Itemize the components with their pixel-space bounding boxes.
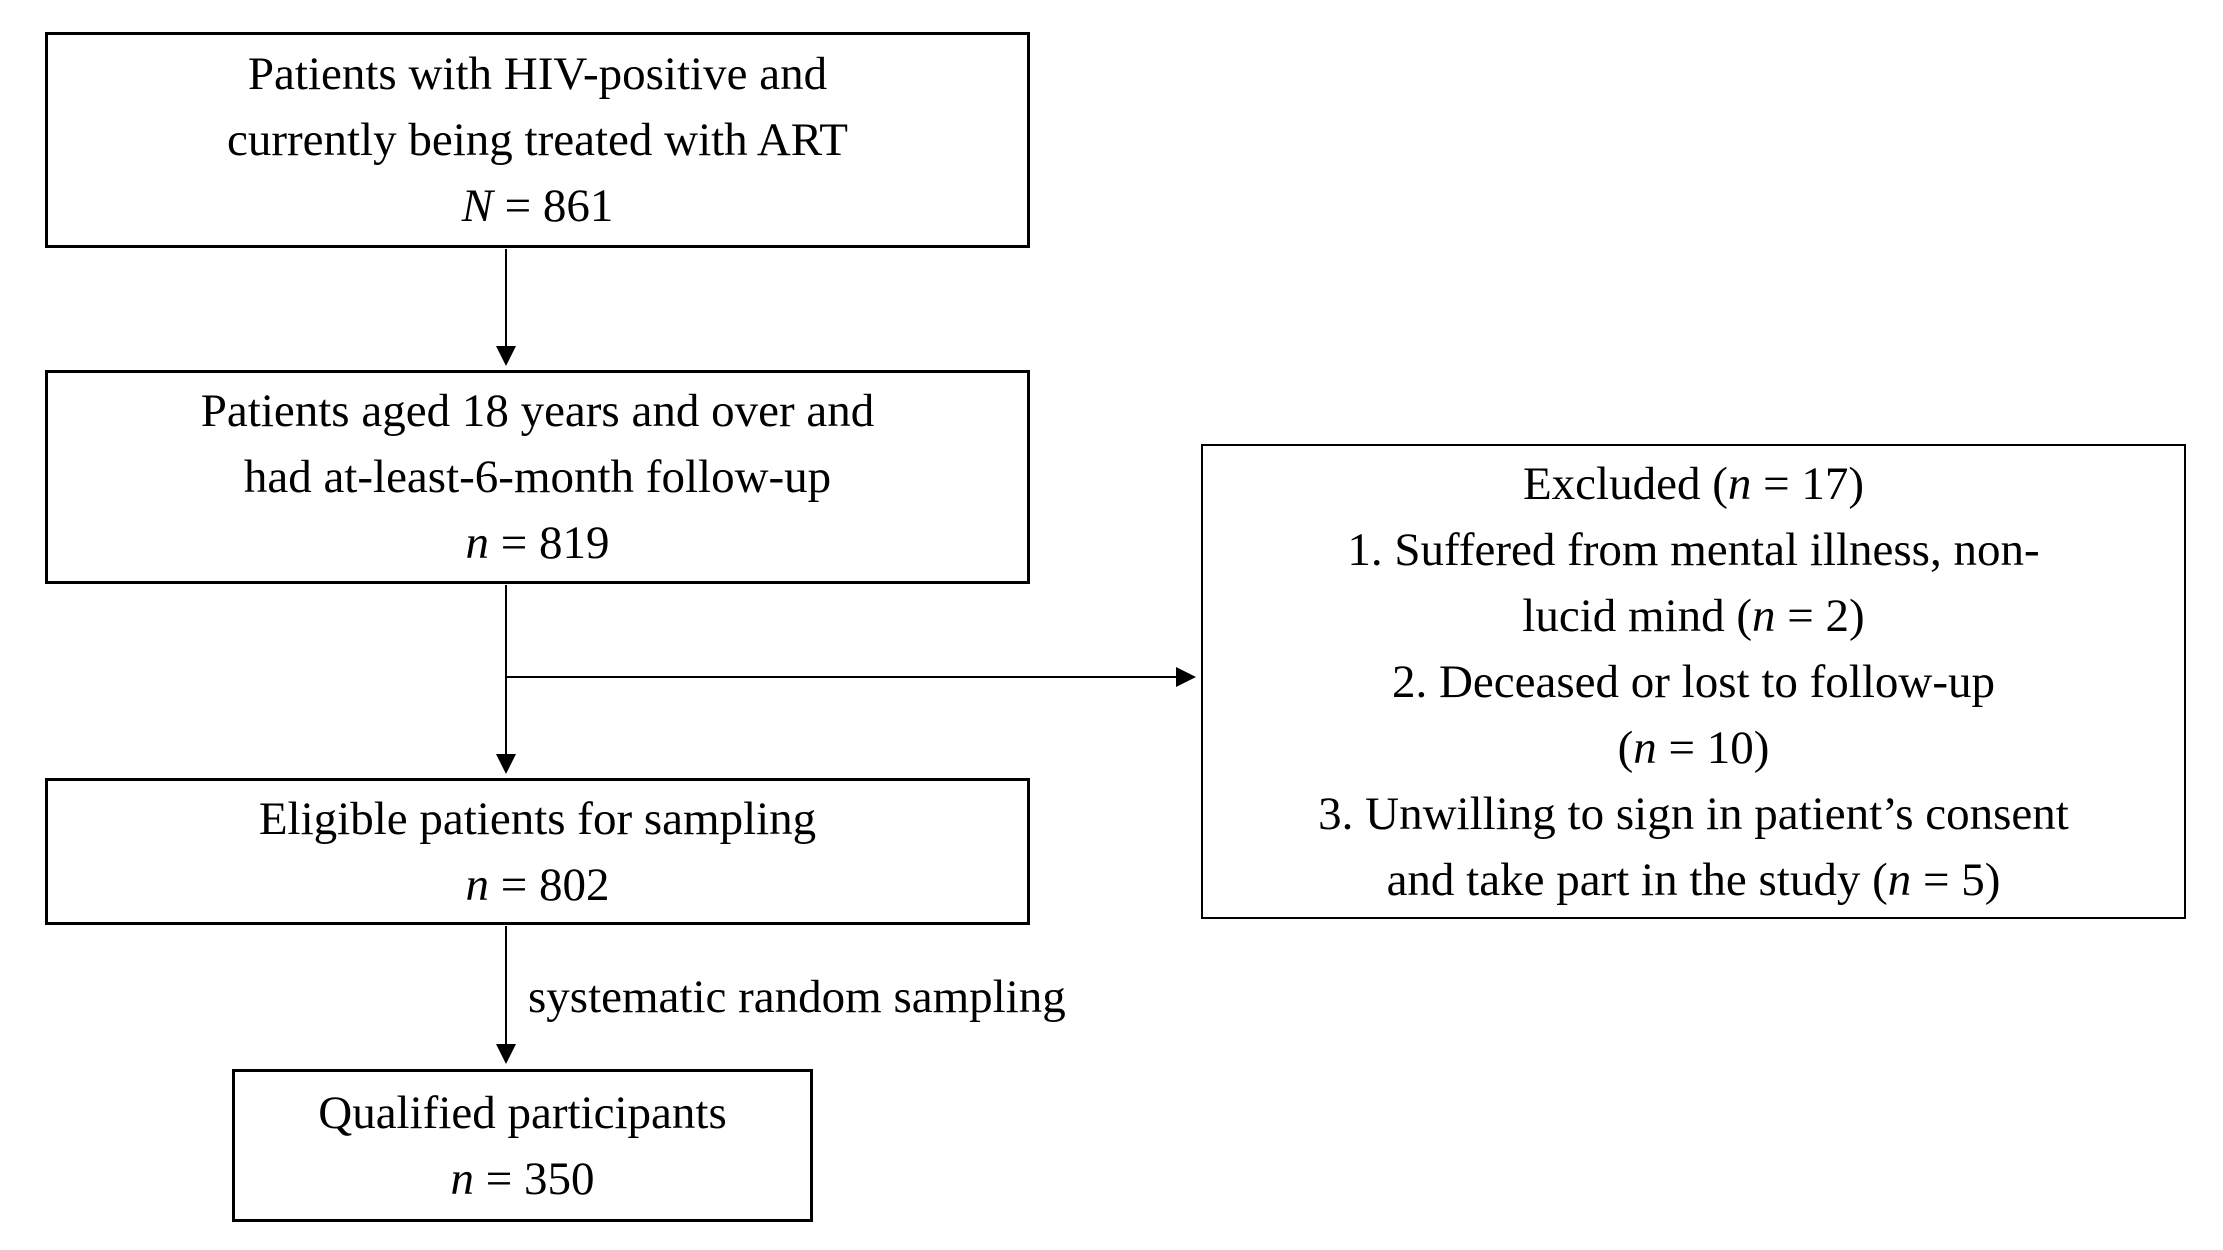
flow-box-qualified-participants: Qualified participants n = 350 xyxy=(232,1069,813,1222)
box-text-line: 2. Deceased or lost to follow-up xyxy=(1391,655,1995,708)
box-text-line: and take part in the study (n = 5) xyxy=(1386,853,2001,906)
box-text-line: Patients aged 18 years and over and xyxy=(200,385,875,437)
box-text-line: N = 861 xyxy=(461,180,614,232)
box-text-line: 1. Suffered from mental illness, non- xyxy=(1347,523,2040,576)
flow-box-eligible-sampling: Eligible patients for sampling n = 802 xyxy=(45,778,1030,925)
box-text-line: n = 350 xyxy=(450,1152,595,1205)
box-text-line: had at-least-6-month follow-up xyxy=(243,451,832,503)
box-text-line: Qualified participants xyxy=(318,1086,727,1139)
box-text-line: (n = 10) xyxy=(1617,721,1770,774)
box-text-line: 3. Unwilling to sign in patient’s consen… xyxy=(1318,787,2069,840)
sampling-method-label: systematic random sampling xyxy=(528,971,1066,1023)
box-text-line: n = 819 xyxy=(465,517,610,569)
flow-box-hiv-patients: Patients with HIV-positive and currently … xyxy=(45,32,1030,248)
box-text-line: currently being treated with ART xyxy=(226,114,849,166)
box-text-line: Eligible patients for sampling xyxy=(258,792,817,845)
box-text-line: Excluded (n = 17) xyxy=(1522,457,1865,510)
box-text-line: n = 802 xyxy=(465,858,610,911)
flow-box-aged-18-followup: Patients aged 18 years and over and had a… xyxy=(45,370,1030,584)
box-text-line: lucid mind (n = 2) xyxy=(1522,589,1865,642)
box-text-line: Patients with HIV-positive and xyxy=(247,48,828,100)
flow-box-excluded-reasons: Excluded (n = 17) 1. Suffered from mental… xyxy=(1201,444,2186,919)
